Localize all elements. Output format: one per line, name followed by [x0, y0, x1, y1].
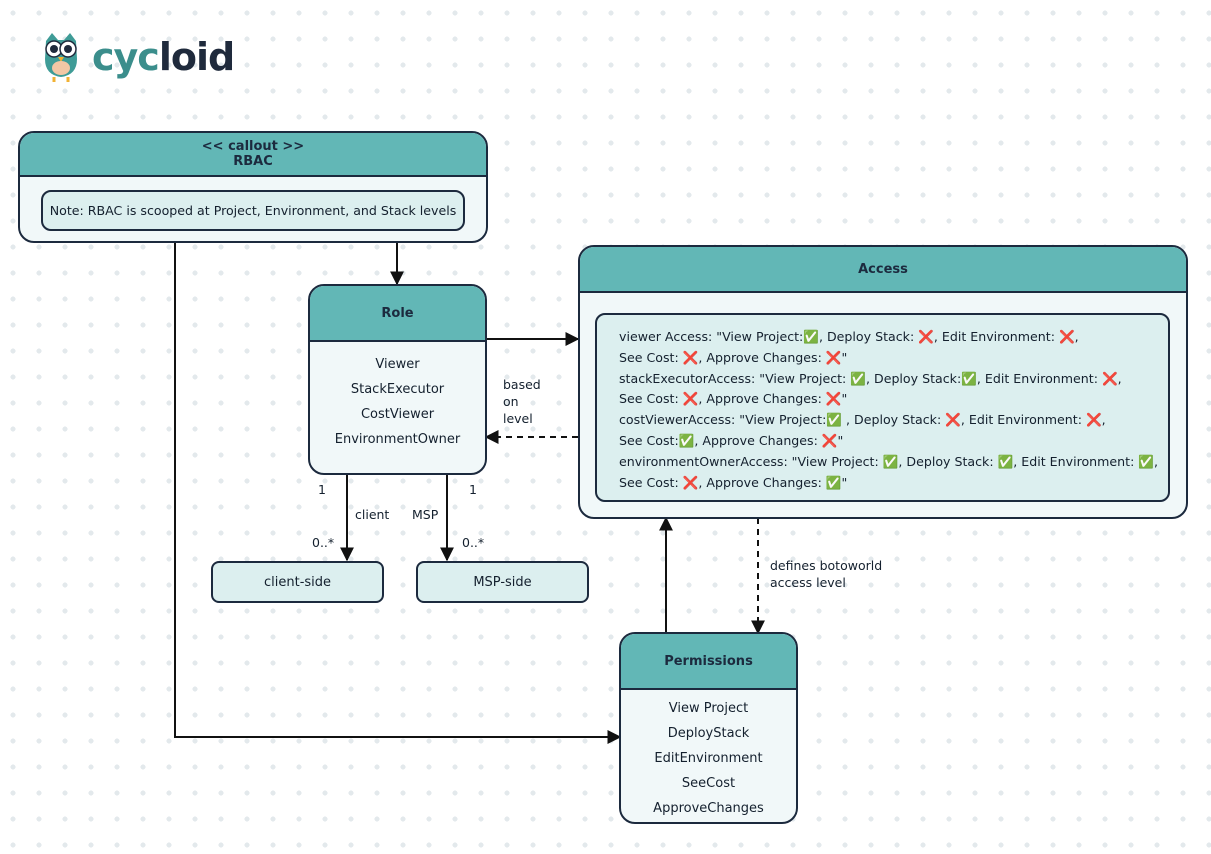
role-header: Role — [310, 286, 485, 342]
rbac-note-text: Note: RBAC is scooped at Project, Enviro… — [49, 203, 457, 218]
edge-label-msp: MSP — [412, 507, 439, 522]
role-item: Viewer — [375, 357, 420, 372]
logo-text: cycloid — [92, 35, 235, 79]
permissions-class: Permissions View Project DeployStack Edi… — [619, 632, 798, 824]
role-item: EnvironmentOwner — [334, 432, 461, 447]
callout-stereotype: << callout >> — [201, 139, 305, 154]
permission-item: View Project — [668, 701, 749, 716]
cycloid-logo: cycloid — [40, 30, 235, 84]
multiplicity-one-msp: 1 — [469, 482, 477, 497]
access-line: See Cost: ❌, Approve Changes: ❌" — [619, 391, 848, 407]
permissions-items: View Project DeployStack EditEnvironment… — [621, 690, 796, 821]
multiplicity-many-msp: 0..* — [462, 535, 485, 550]
role-item: StackExecutor — [350, 382, 445, 397]
permission-item: EditEnvironment — [654, 751, 763, 766]
access-title: Access — [858, 261, 908, 277]
permission-item: SeeCost — [681, 776, 736, 791]
edge-label-defines: defines botoworld access level — [770, 558, 883, 590]
access-rules: viewer Access: "View Project:✅, Deploy S… — [595, 313, 1170, 502]
msp-side-node: MSP-side — [416, 561, 589, 603]
edge-label-client: client — [355, 507, 390, 522]
client-side-node: client-side — [211, 561, 384, 603]
role-items: Viewer StackExecutor CostViewer Environm… — [310, 342, 485, 452]
access-line: environmentOwnerAccess: "View Project: ✅… — [619, 453, 1159, 469]
access-header: Access — [580, 247, 1186, 293]
access-line: stackExecutorAccess: "View Project: ✅, D… — [619, 370, 1122, 386]
access-line: See Cost: ❌, Approve Changes: ✅" — [619, 474, 848, 490]
multiplicity-one-client: 1 — [318, 482, 326, 497]
edge-label-based-on-level: based on level — [503, 377, 541, 426]
owl-icon — [45, 33, 77, 82]
multiplicity-many-client: 0..* — [312, 535, 335, 550]
role-title: Role — [381, 305, 414, 321]
role-class: Role Viewer StackExecutor CostViewer Env… — [308, 284, 487, 475]
access-line: costViewerAccess: "View Project:✅ , Depl… — [619, 412, 1106, 428]
access-line: See Cost: ❌, Approve Changes: ❌" — [619, 349, 848, 365]
access-line: See Cost:✅, Approve Changes: ❌" — [619, 432, 844, 448]
rbac-note: Note: RBAC is scooped at Project, Enviro… — [41, 190, 465, 231]
permission-item: DeployStack — [667, 726, 750, 741]
permissions-title: Permissions — [664, 653, 753, 669]
rbac-callout-header: << callout >> RBAC — [20, 133, 486, 177]
permissions-header: Permissions — [621, 634, 796, 690]
role-item: CostViewer — [360, 407, 435, 422]
callout-title: RBAC — [233, 154, 273, 169]
access-line: viewer Access: "View Project:✅, Deploy S… — [619, 329, 1079, 344]
permission-item: ApproveChanges — [653, 801, 764, 816]
